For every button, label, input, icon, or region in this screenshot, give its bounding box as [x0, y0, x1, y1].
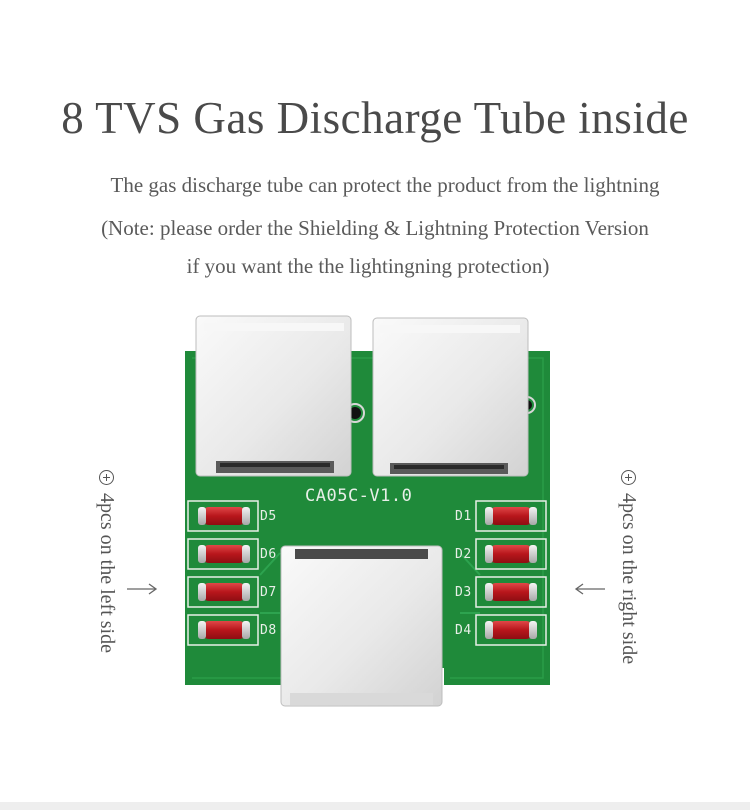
tube-label-d7: D7 — [260, 585, 277, 600]
tube-label-d3: D3 — [455, 585, 472, 600]
tube-label-d2: D2 — [455, 547, 472, 562]
pcb-board-image: CA05C-V1.0 D5 D6 D7 D8 D1 D2 D3 D4 — [180, 313, 556, 708]
arrow-right-icon — [127, 583, 158, 595]
note-line-1: (Note: please order the Shielding & Ligh… — [101, 216, 649, 240]
left-side-note: 4pcs on the left side — [95, 470, 118, 653]
tvs-tubes-left — [187, 500, 259, 646]
tvs-tubes-right — [475, 500, 547, 646]
circle-plus-icon — [99, 470, 114, 485]
tube-label-d8: D8 — [260, 623, 277, 638]
tube-label-d1: D1 — [455, 509, 472, 524]
bottom-divider — [0, 802, 750, 810]
tube-label-d6: D6 — [260, 547, 277, 562]
rj45-jack-bottom-center — [280, 545, 443, 707]
tube-label-d5: D5 — [260, 509, 277, 524]
left-side-note-text: 4pcs on the left side — [96, 493, 118, 653]
board-model-label: CA05C-V1.0 — [305, 486, 413, 506]
right-side-note: 4pcs on the right side — [617, 470, 640, 664]
pcb-illustration — [185, 315, 550, 707]
right-side-note-text: 4pcs on the right side — [618, 493, 640, 665]
circle-plus-icon — [621, 470, 636, 485]
rj45-jack-top-right — [372, 317, 529, 477]
description-line-1: The gas discharge tube can protect the p… — [110, 173, 660, 197]
rj45-jack-top-left — [195, 315, 352, 477]
arrow-left-icon — [574, 583, 605, 595]
note-line-2: if you want the the lightingning protect… — [186, 254, 550, 278]
tube-label-d4: D4 — [455, 623, 472, 638]
page-title: 8 TVS Gas Discharge Tube inside — [61, 93, 689, 143]
